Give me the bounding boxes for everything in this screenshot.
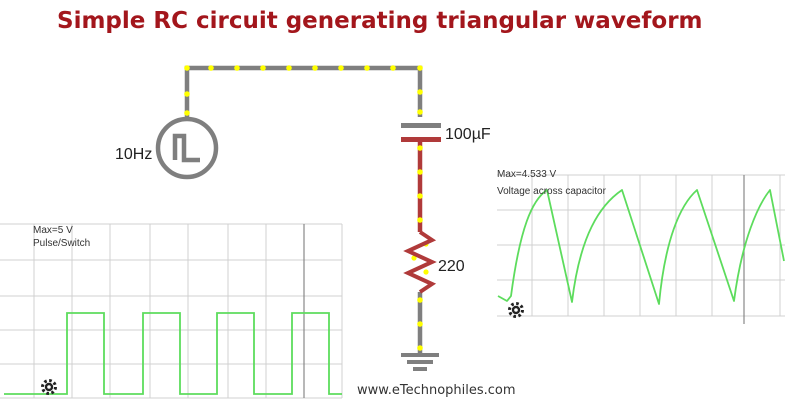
scope-right-grid	[497, 174, 785, 317]
circuit: 10Hz 100µF 220	[115, 65, 491, 371]
source-frequency-label: 10Hz	[115, 146, 152, 163]
scope-right: Max=4.533 V Voltage across capacitor	[497, 169, 785, 324]
scope-right-signal-label: Voltage across capacitor	[497, 186, 607, 197]
capacitor-voltage-trace	[497, 189, 785, 305]
page-title: Simple RC circuit generating triangular …	[57, 8, 703, 34]
scope-left-max-label: Max=5 V	[33, 225, 73, 236]
gear-icon[interactable]	[41, 379, 57, 395]
resistor-value-label: 220	[438, 258, 465, 275]
pulse-source-icon[interactable]	[155, 116, 219, 180]
scope-left: Max=5 V Pulse/Switch	[0, 223, 343, 399]
scope-left-grid	[0, 223, 343, 399]
wire-top	[184, 65, 423, 118]
footer-website: www.eTechnophiles.com	[357, 383, 516, 398]
capacitor-icon[interactable]	[401, 123, 441, 142]
pulse-trace	[4, 312, 342, 395]
gear-icon[interactable]	[508, 302, 524, 318]
capacitor-value-label: 100µF	[445, 126, 491, 143]
ground-icon[interactable]	[401, 353, 439, 371]
resistor-icon[interactable]	[403, 230, 437, 294]
current-dots	[184, 65, 429, 351]
scope-right-max-label: Max=4.533 V	[497, 169, 557, 180]
scope-left-signal-label: Pulse/Switch	[33, 238, 90, 249]
